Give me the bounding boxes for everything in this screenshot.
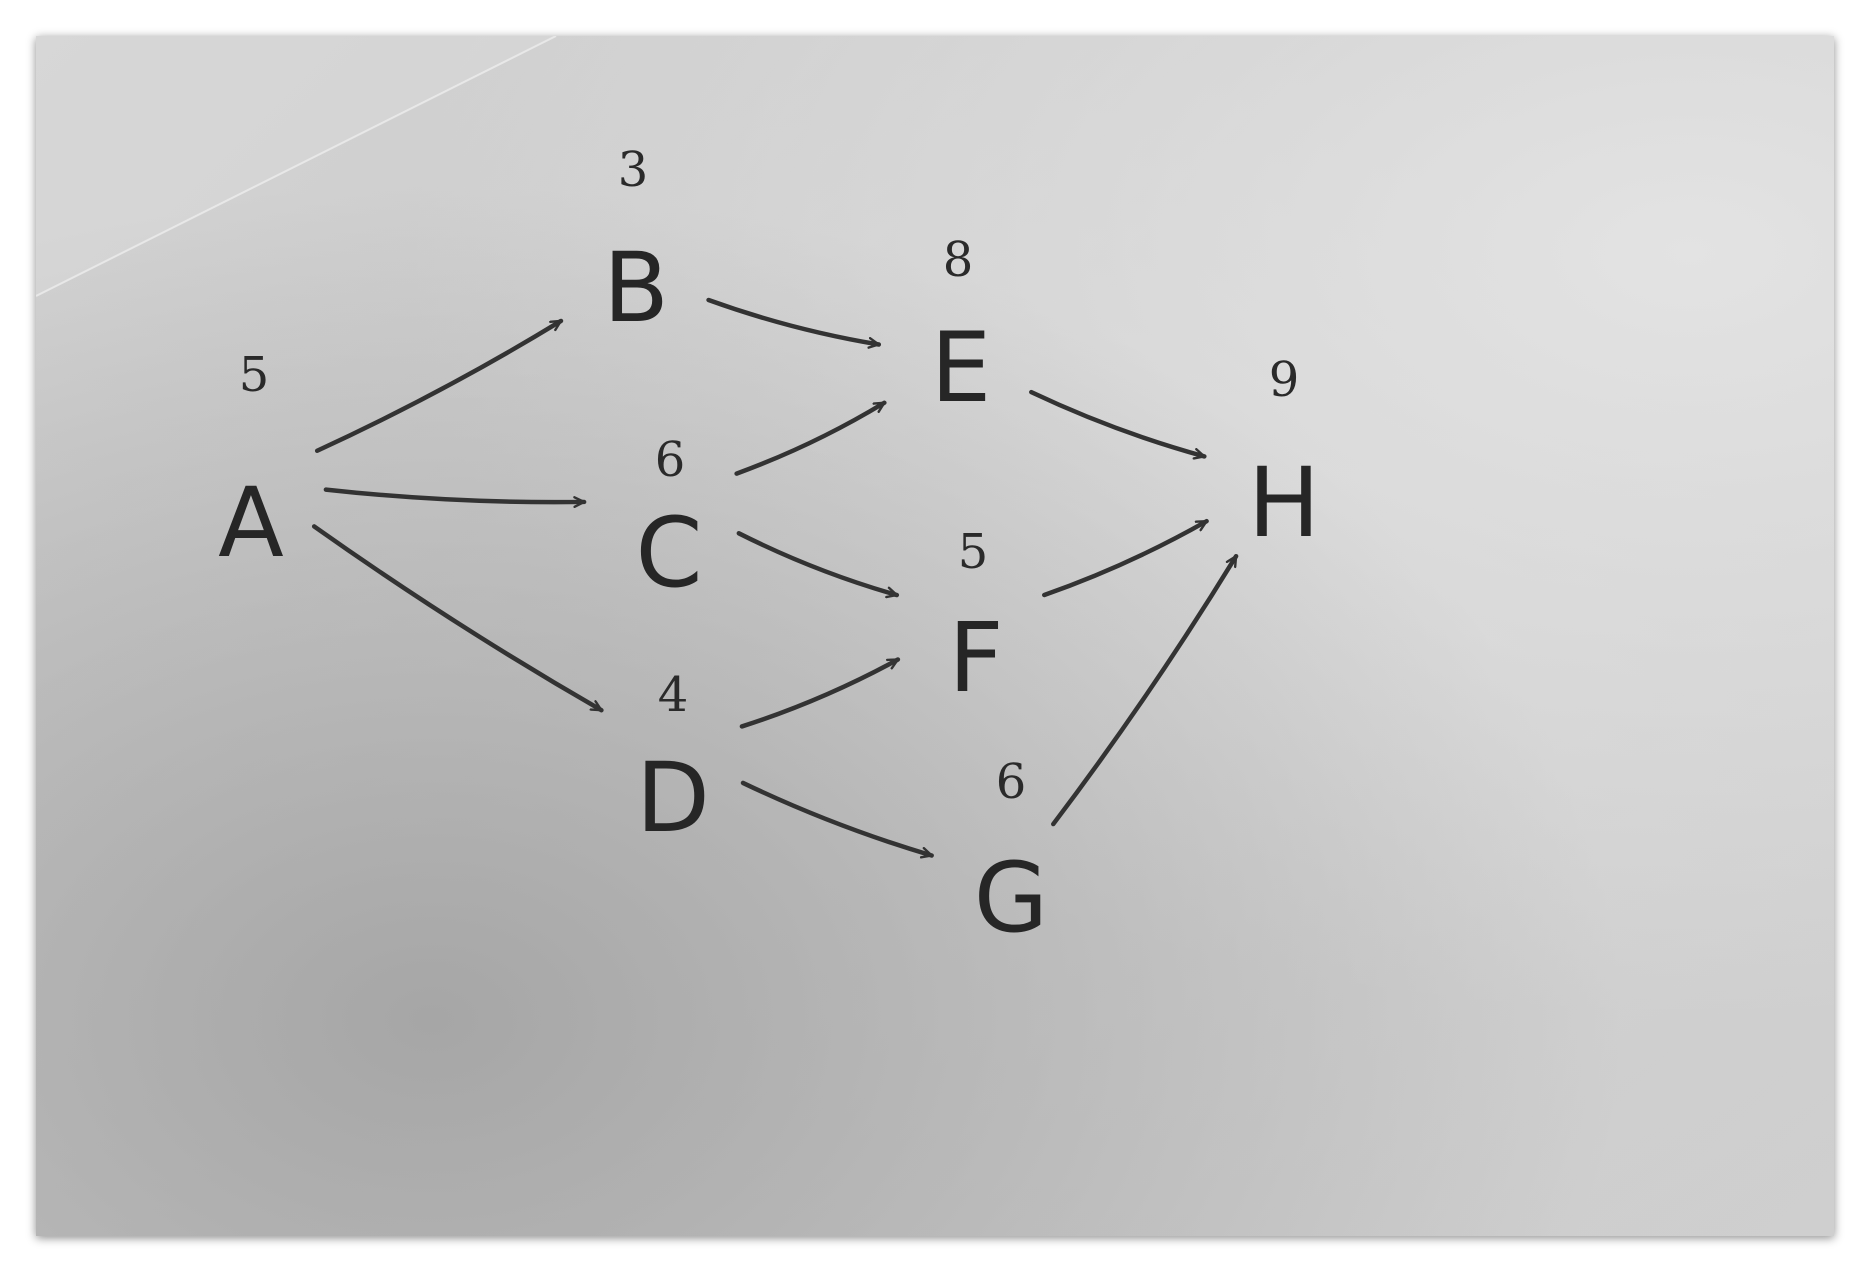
edge-c-e bbox=[734, 400, 885, 476]
node-e: 8 E bbox=[931, 232, 992, 424]
node-e-label: E bbox=[931, 312, 992, 424]
node-f: 5 F bbox=[948, 524, 1003, 714]
edge-d-f bbox=[739, 657, 898, 729]
node-f-label: F bbox=[948, 602, 1003, 714]
node-g-label: G bbox=[974, 842, 1048, 954]
node-a-label: A bbox=[218, 467, 284, 579]
edge-a-c bbox=[323, 487, 587, 503]
node-c-weight: 6 bbox=[655, 432, 686, 488]
node-f-weight: 5 bbox=[958, 524, 989, 580]
node-g: 6 G bbox=[974, 754, 1048, 954]
edge-c-f bbox=[736, 531, 897, 595]
node-d-weight: 4 bbox=[658, 667, 689, 723]
node-a: 5 A bbox=[218, 347, 284, 579]
edge-b-e bbox=[706, 297, 882, 345]
node-h-label: H bbox=[1248, 447, 1320, 559]
node-b: 3 B bbox=[603, 142, 669, 344]
node-h-weight: 9 bbox=[1269, 352, 1300, 408]
edge-layer bbox=[311, 297, 1239, 856]
photo-frame: 5 A 3 B 6 C 4 D 8 E 5 F 6 G 9 H bbox=[36, 36, 1834, 1236]
node-e-weight: 8 bbox=[943, 232, 974, 288]
paper-fold bbox=[36, 36, 557, 297]
node-a-weight: 5 bbox=[239, 347, 270, 403]
node-d: 4 D bbox=[636, 667, 710, 854]
flow-diagram: 5 A 3 B 6 C 4 D 8 E 5 F 6 G 9 H bbox=[218, 142, 1320, 954]
edge-d-g bbox=[740, 780, 932, 856]
node-b-weight: 3 bbox=[618, 142, 649, 198]
node-c: 6 C bbox=[635, 432, 702, 609]
edge-e-h bbox=[1029, 389, 1204, 456]
node-c-label: C bbox=[635, 497, 702, 609]
edge-g-h bbox=[1051, 556, 1239, 827]
node-d-label: D bbox=[636, 742, 710, 854]
edge-a-d bbox=[311, 524, 601, 713]
node-b-label: B bbox=[603, 232, 669, 344]
node-h: 9 H bbox=[1248, 352, 1320, 559]
node-g-weight: 6 bbox=[996, 754, 1027, 810]
edge-a-b bbox=[314, 318, 561, 454]
edge-f-h bbox=[1042, 518, 1206, 598]
